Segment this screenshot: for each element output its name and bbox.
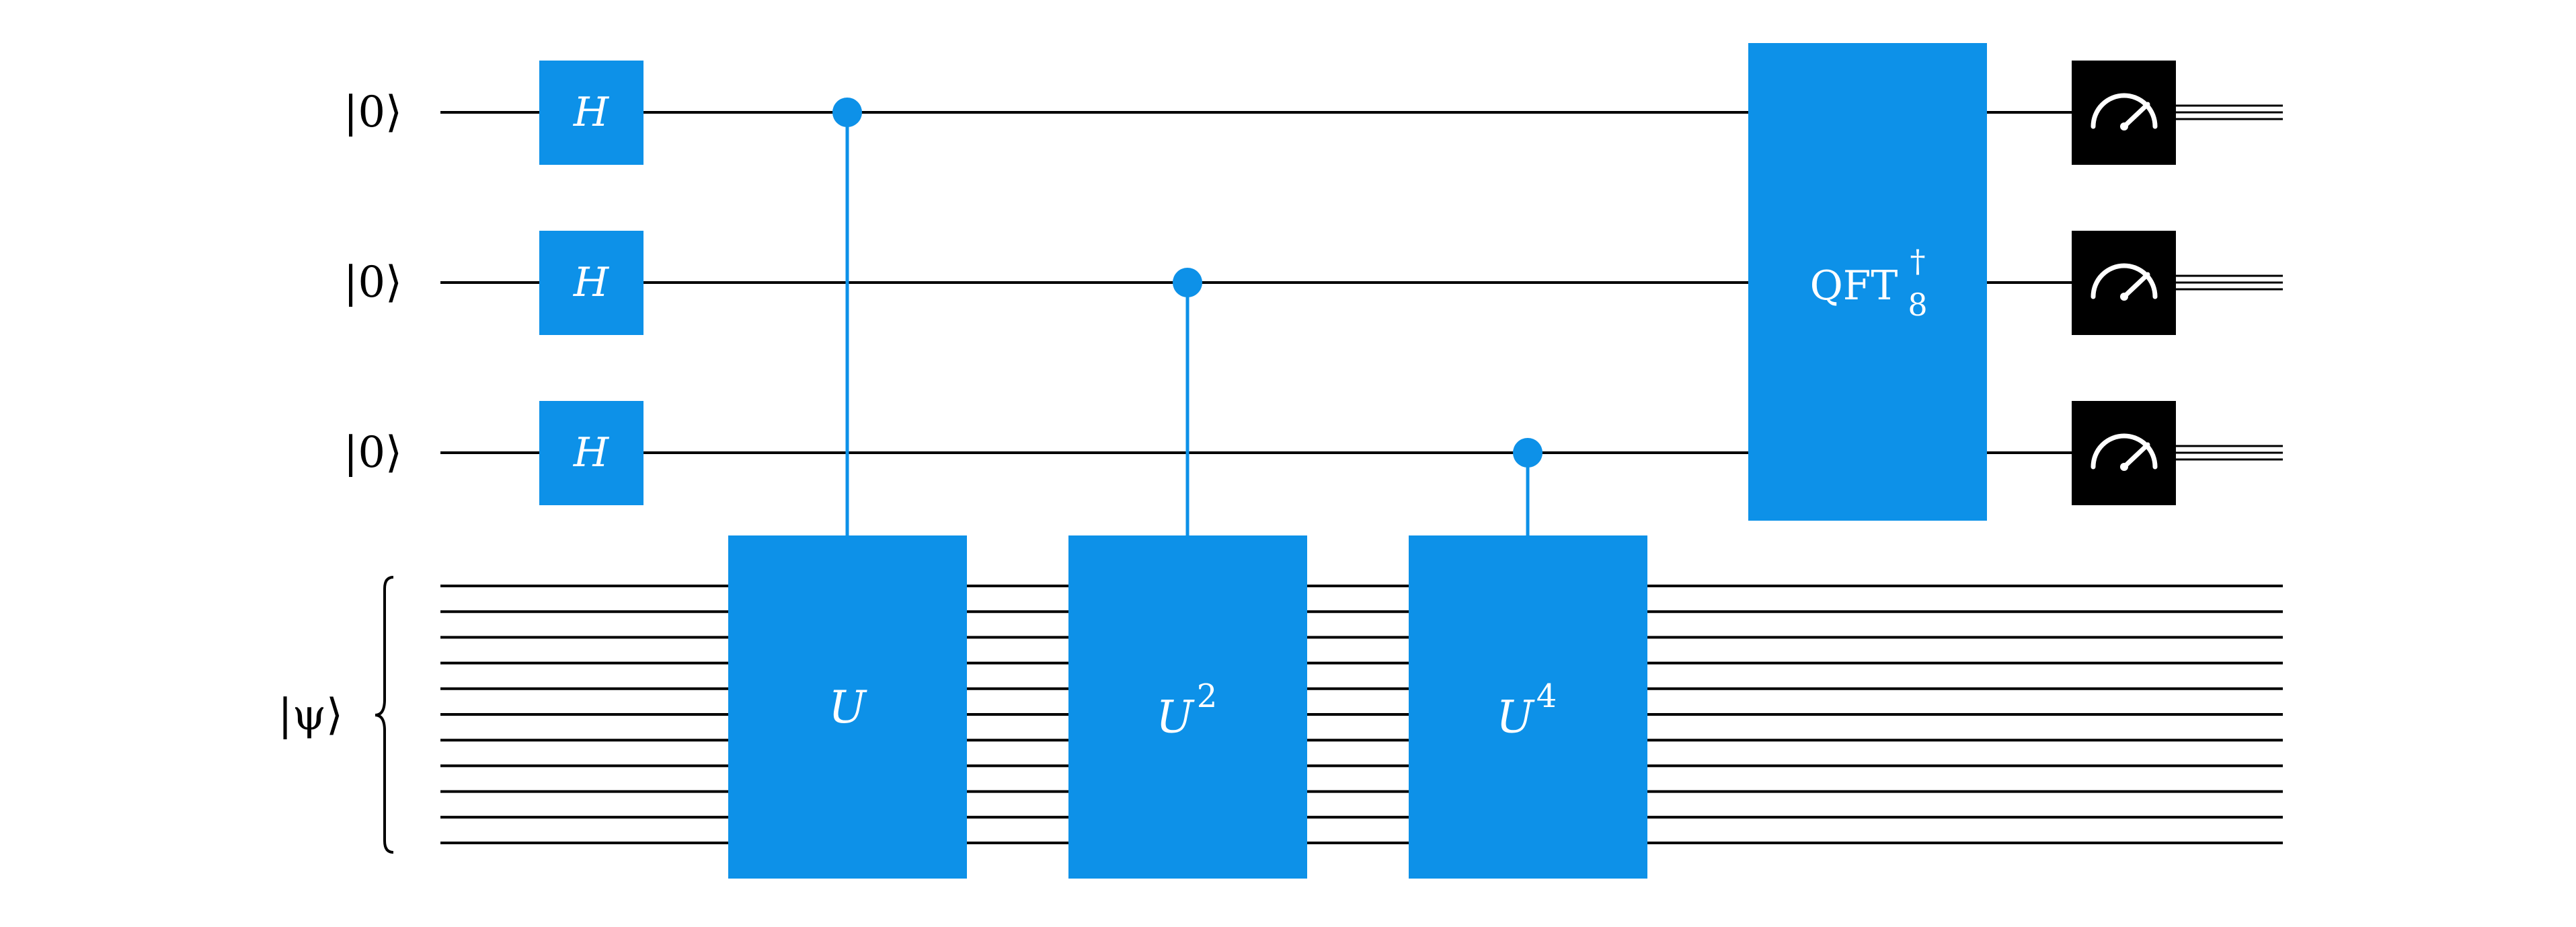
qubit-label-2: |0⟩ [344,428,402,478]
measure-gate-0 [2072,61,2176,165]
register-wires [440,585,2283,844]
measurement-gates [2072,61,2176,505]
unitary-power: 2 [1197,677,1218,715]
register-brace [375,576,394,854]
meter-icon [2091,93,2158,131]
classical-wires [2169,104,2283,461]
qft-subscript: 8 [1908,287,1927,323]
control-dot [1513,438,1543,468]
inverse-qft-gate: QFT † 8 [1748,43,1987,521]
meter-icon [2091,263,2158,301]
qft-dagger: † [1910,243,1926,279]
measure-gate-1 [2072,231,2176,335]
control-dot [832,98,862,127]
unitary-box [1068,535,1307,879]
register-label: |ψ⟩ [278,690,343,740]
hadamard-gate-1: H [539,231,643,335]
meter-icon [2091,433,2158,471]
unitary-power: 4 [1536,677,1557,715]
hadamard-gates: H H H [539,61,643,505]
controlled-u-gate-0: U [728,98,967,879]
unitary-label: U [1156,692,1195,743]
unitary-label: U [1496,692,1535,743]
measure-gate-2 [2072,401,2176,505]
qubit-label-1: |0⟩ [344,258,402,307]
unitary-box [1409,535,1647,879]
qubit-label-0: |0⟩ [344,87,402,137]
controlled-u-gate-2: U 4 [1409,438,1647,879]
hadamard-gate-label: H [573,259,610,306]
qft-box [1748,43,1987,521]
hadamard-gate-label: H [573,429,610,476]
hadamard-gate-0: H [539,61,643,165]
unitary-label: U [828,681,867,733]
hadamard-gate-label: H [573,89,610,136]
qft-label: QFT [1810,262,1898,309]
hadamard-gate-2: H [539,401,643,505]
qubit-labels: |0⟩ |0⟩ |0⟩ [344,87,402,478]
unitary-box [728,535,967,879]
controlled-u-gate-1: U 2 [1068,268,1307,879]
control-dot [1173,268,1202,297]
unitary-base: U [828,681,867,733]
